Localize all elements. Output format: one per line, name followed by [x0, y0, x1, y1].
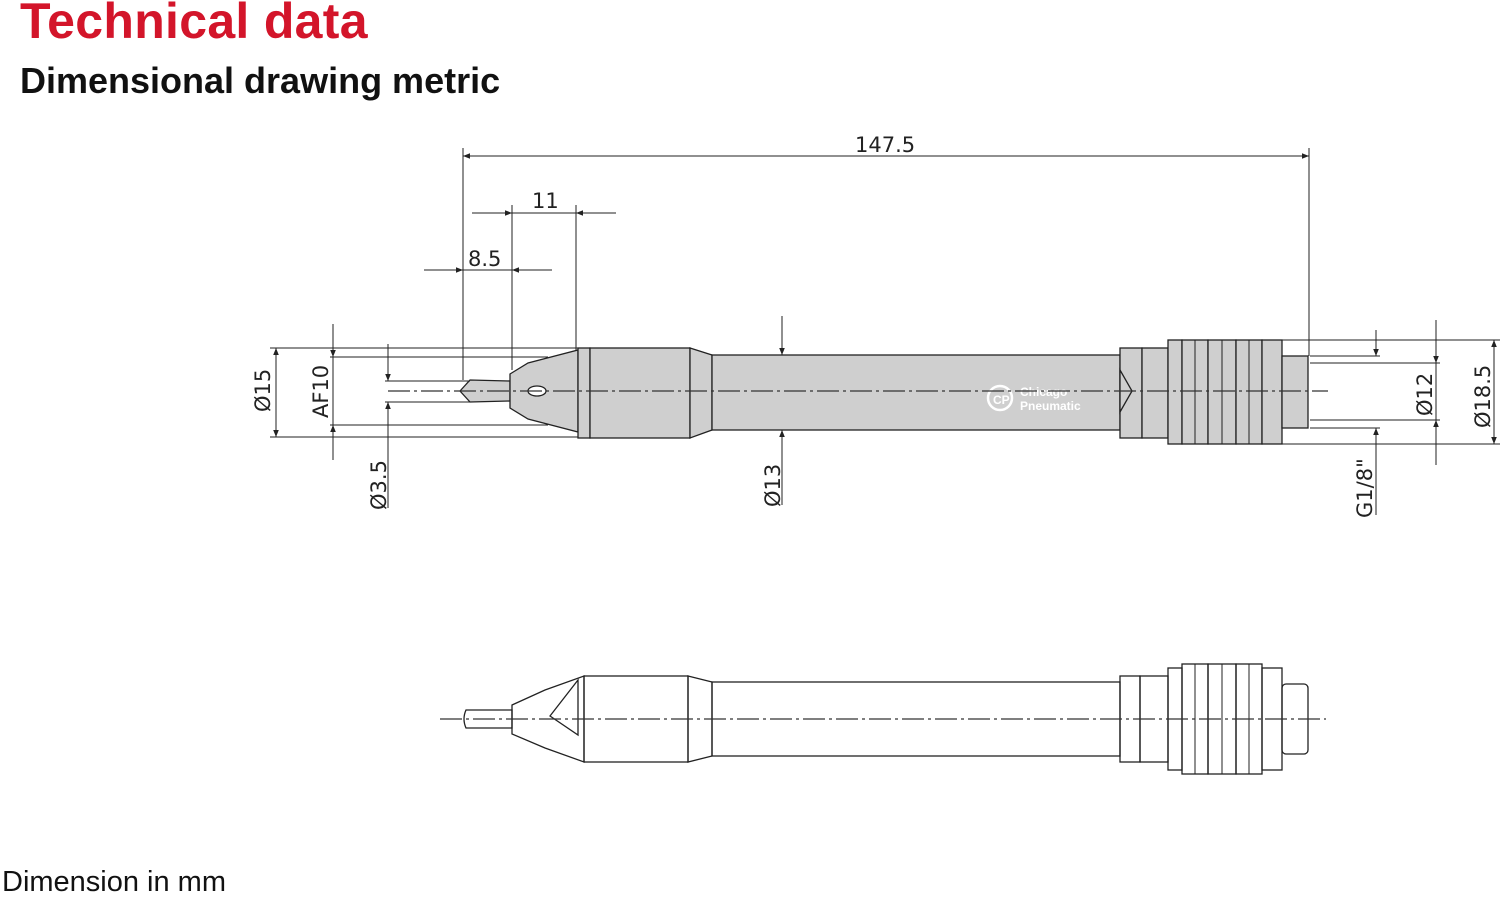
dim-across-flats: AF10 — [309, 365, 333, 418]
dim-tip-length-a: 11 — [532, 189, 559, 213]
page-title: Technical data — [20, 0, 368, 49]
air-inlet — [1281, 355, 1309, 429]
dim-dia-knurl: Ø18.5 — [1471, 365, 1495, 428]
dim-overall-length: 147.5 — [855, 133, 915, 157]
handle — [711, 354, 1121, 431]
logo-brand-line1: Chicago — [1020, 385, 1067, 399]
dim-thread: G1/8" — [1353, 458, 1377, 518]
dim-dia-collet: Ø3.5 — [367, 460, 391, 510]
bit-tip-outline — [463, 709, 513, 729]
cp-logo-icon: CP — [986, 384, 1014, 412]
page-subtitle: Dimensional drawing metric — [20, 60, 501, 101]
logo-brand-line2: Pneumatic — [1020, 399, 1081, 413]
dim-dia-inlet: Ø12 — [1413, 373, 1437, 416]
top-view-tool: CP Chicago Pneumatic — [388, 339, 1328, 445]
svg-text:CP: CP — [993, 393, 1010, 407]
dim-dia-body: Ø15 — [251, 369, 275, 412]
dimension-note: Dimension in mm — [2, 866, 226, 898]
dim-dia-handle: Ø13 — [761, 464, 785, 507]
dim-tip-length-b: 8.5 — [468, 247, 501, 271]
front-housing — [589, 347, 691, 439]
bottom-view-tool — [440, 663, 1326, 775]
